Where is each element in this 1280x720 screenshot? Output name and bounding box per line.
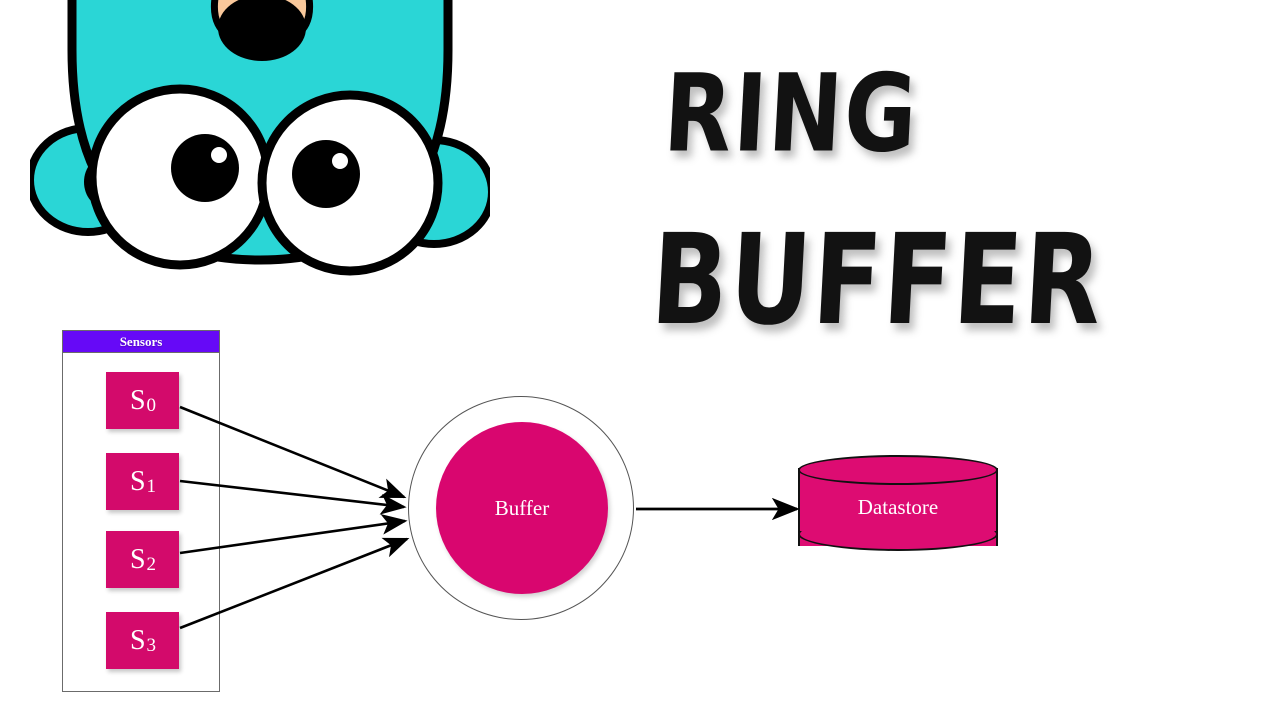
datastore-cylinder-top — [798, 455, 998, 485]
sensor-label-index: 0 — [146, 394, 157, 416]
sensor-label-base: S — [129, 624, 146, 656]
sensor-label-index: 1 — [146, 475, 157, 497]
datastore-label: Datastore — [857, 494, 939, 519]
go-gopher-mascot-icon — [30, 0, 490, 276]
gopher-left-eye-icon — [87, 84, 273, 270]
sensors-panel-header: Sensors — [63, 331, 219, 353]
sensor-label-base: S — [129, 543, 146, 575]
sensor-label-base: S — [129, 465, 146, 497]
buffer-label: Buffer — [494, 495, 550, 520]
sensor-label-index: 2 — [146, 553, 157, 575]
sensor-label-index: 3 — [146, 634, 157, 656]
buffer-circle: Buffer — [436, 422, 608, 594]
sensor-label-base: S — [129, 384, 146, 416]
datastore-node[interactable]: Datastore — [798, 455, 1002, 559]
buffer-node[interactable]: Buffer — [408, 396, 636, 622]
gopher-nose-icon — [218, 0, 306, 61]
title-line-buffer: BUFFER — [647, 206, 1107, 353]
title-line-ring: RING — [660, 50, 922, 176]
gopher-right-eye-icon — [257, 90, 443, 276]
slide-title: RING BUFFER — [648, 50, 1215, 380]
